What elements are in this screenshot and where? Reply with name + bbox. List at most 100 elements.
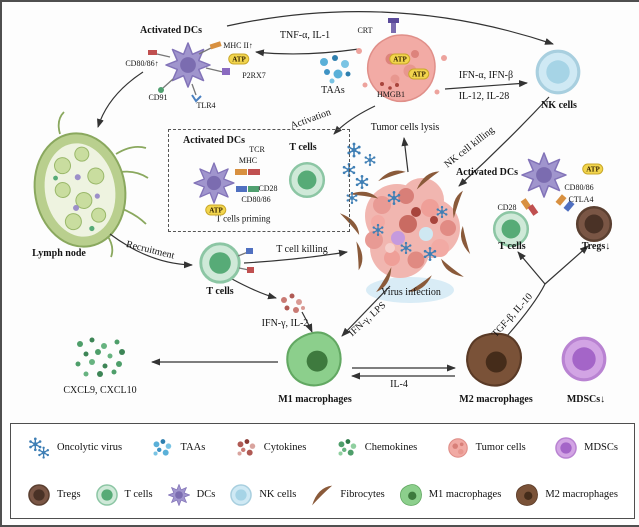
fibrocytes-icon xyxy=(310,484,335,505)
legend-item-m1-macrophages: M1 macrophages xyxy=(399,483,502,507)
arrow-dc-to-nk-arc xyxy=(226,11,554,45)
legend-item-nk-cells: NK cells xyxy=(229,483,296,507)
label-t-cells-center: T cells xyxy=(206,285,234,297)
arrow-tgf-trunk xyxy=(506,283,546,337)
arrow-dc-to-lymph-node xyxy=(97,71,144,128)
label-mhc2: MHC II↑ xyxy=(223,40,253,50)
label-t-cell-killing: T cell killing xyxy=(276,243,328,255)
label-cd8086-up: CD80/86↑ xyxy=(125,58,159,68)
atp-badge-tumor-1: ATP xyxy=(389,53,411,65)
taas-icon xyxy=(153,438,172,456)
label-ifn-ab: IFN-α, IFN-β xyxy=(458,69,514,81)
label-ctla4: CTLA4 xyxy=(568,194,594,204)
label-cxcl9-cxcl10: CXCL9, CXCL10 xyxy=(63,384,137,396)
arrow-recruitment xyxy=(109,233,193,269)
legend-item-taas: TAAs xyxy=(150,436,205,460)
tumor-mass xyxy=(339,167,476,303)
label-virus-infection: Virus infection xyxy=(381,286,441,298)
legend-item-fibrocytes: Fibrocytes xyxy=(310,483,385,507)
label-tlr4: TLR4 xyxy=(196,100,216,110)
tumor-fragments xyxy=(356,48,447,95)
legend-row-2: Tregs T cells DCs NK cells xyxy=(11,471,634,518)
dc-cell-top-left xyxy=(148,41,230,103)
label-taas: TAAs xyxy=(321,84,345,96)
label-cd8086-box: CD80/86 xyxy=(241,194,271,204)
label-hmgb1: HMGB1 xyxy=(376,89,406,99)
legend-item-cytokines: Cytokines xyxy=(234,436,307,460)
tregs-icon xyxy=(28,483,50,506)
label-cd8086-right: CD80/86 xyxy=(564,182,594,192)
taas-dots xyxy=(320,55,351,84)
legend-item-tregs: Tregs xyxy=(27,483,81,507)
m2-macrophages-icon xyxy=(516,483,539,506)
arrow-ifn-to-nk xyxy=(444,80,528,90)
arrow-tumor-lysis xyxy=(401,137,409,173)
label-cd91: CD91 xyxy=(148,92,168,102)
legend-label: Fibrocytes xyxy=(340,489,385,500)
label-activated-dcs-box: Activated DCs xyxy=(183,134,245,146)
legend-label: M2 macrophages xyxy=(545,489,618,500)
legend-row-1: Oncolytic virus TAAs Cytokines xyxy=(11,424,634,471)
dcs-icon xyxy=(167,483,190,506)
legend-label: Cytokines xyxy=(263,442,307,453)
dc-cell-right xyxy=(520,152,575,216)
arrow-activation xyxy=(333,105,376,135)
arrow-ifng-lps xyxy=(341,285,391,337)
legend-label: NK cells xyxy=(259,489,297,500)
label-ifng-il2: IFN-γ, IL-2 xyxy=(261,317,309,329)
label-cd28-box: CD28 xyxy=(258,183,278,193)
effector-t-cell xyxy=(199,242,254,284)
atp-badge-box-dc: ATP xyxy=(205,204,227,216)
legend-label: MDSCs xyxy=(584,442,618,453)
nk-cell xyxy=(535,49,581,95)
label-m1-macrophages: M1 macrophages xyxy=(278,393,352,405)
legend-label: Oncolytic virus xyxy=(57,442,123,453)
legend-label: T cells xyxy=(124,489,153,500)
legend-item-tumor-cells: Tumor cells xyxy=(446,436,526,460)
legend-label: M1 macrophages xyxy=(428,489,502,500)
label-tregs: Tregs↓ xyxy=(581,240,611,252)
arrow-t-cell-killing xyxy=(243,249,348,264)
label-tnf-il1: TNF-α, IL-1 xyxy=(279,29,331,41)
legend-item-dcs: DCs xyxy=(167,483,216,507)
nk-cells-icon xyxy=(230,483,253,506)
label-t-cells-box: T cells xyxy=(289,141,317,153)
atp-badge-tumor-2: ATP xyxy=(408,68,430,80)
label-cd28-right: CD28 xyxy=(497,202,517,212)
arrow-tnf-to-dc xyxy=(255,48,360,57)
mdscs-icon xyxy=(555,436,577,459)
label-activated-dcs-right: Activated DCs xyxy=(456,166,518,178)
label-crt: CRT xyxy=(357,25,373,35)
m1-macrophages-icon xyxy=(399,483,422,506)
legend-label: DCs xyxy=(196,489,216,500)
legend-item-m2-macrophages: M2 macrophages xyxy=(515,483,618,507)
label-mhc: MHC xyxy=(238,155,258,165)
legend-label: Tumor cells xyxy=(475,442,526,453)
label-lymph-node: Lymph node xyxy=(32,247,86,259)
label-tumor-cells-lysis: Tumor cells lysis xyxy=(370,121,440,133)
legend-label: Chemokines xyxy=(364,442,418,453)
priming-t-cell xyxy=(288,161,326,199)
arrows-layer xyxy=(97,11,589,380)
treg-cell xyxy=(575,205,613,243)
cytokine-dots xyxy=(281,293,305,313)
chemokine-dots xyxy=(75,337,125,377)
label-nk-cells: NK cells xyxy=(541,99,577,111)
arrow-cytokines-to-m1 xyxy=(301,311,313,333)
label-il4: IL-4 xyxy=(390,378,408,390)
label-mdscs: MDSCs↓ xyxy=(566,393,606,405)
chemokines-icon xyxy=(338,438,356,456)
arrow-tcell-to-cytokines xyxy=(231,278,277,300)
legend: Oncolytic virus TAAs Cytokines xyxy=(10,423,635,519)
mdsc-cell xyxy=(561,336,607,382)
oncolytic-virus-icon xyxy=(28,436,50,459)
tumor-cells-icon xyxy=(447,437,468,458)
m1-macrophage xyxy=(286,331,342,387)
legend-label: Tregs xyxy=(57,489,81,500)
arrow-tgf-to-tregs xyxy=(544,245,589,285)
atp-badge-top-dc: ATP xyxy=(228,53,250,65)
label-activated-dcs-top: Activated DCs xyxy=(140,24,202,36)
label-il12-il28: IL-12, IL-28 xyxy=(458,90,510,102)
